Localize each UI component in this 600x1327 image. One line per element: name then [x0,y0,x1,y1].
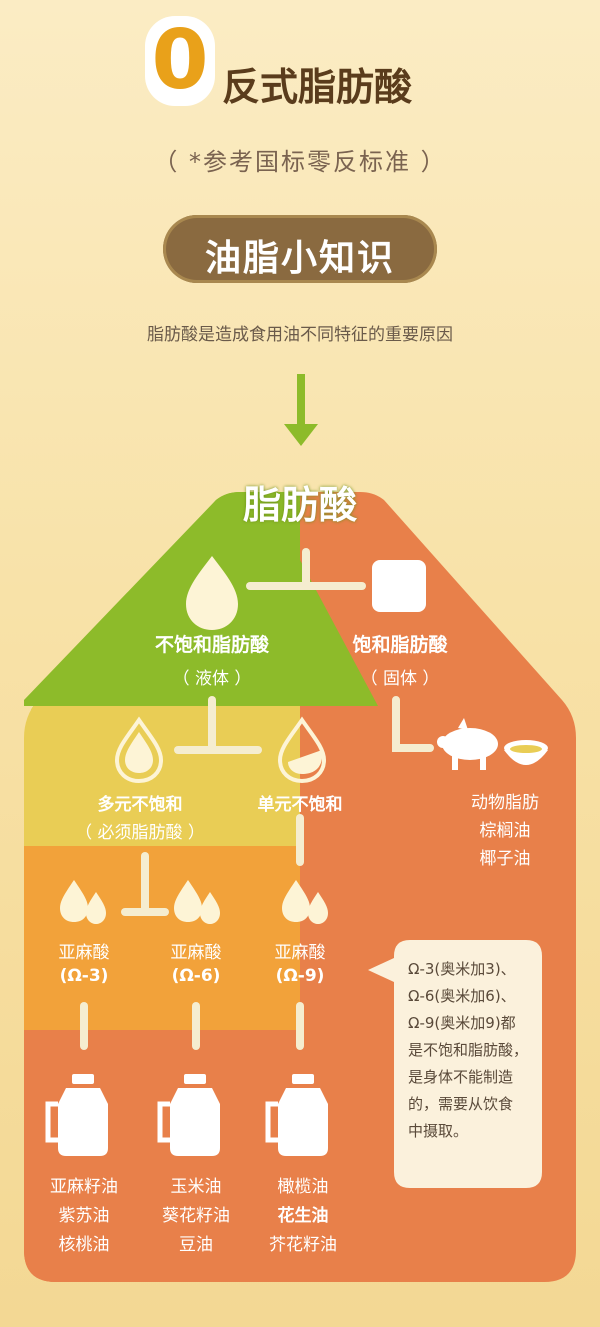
intro-text: 脂肪酸是造成食用油不同特征的重要原因 [147,325,453,345]
droplets-icon [282,880,328,924]
zero-badge: 0 [145,16,215,106]
connector-acids [80,814,304,1050]
oil-name: 亚麻籽油 [50,1177,118,1197]
section-pill-label: 油脂小知识 [204,238,395,279]
page-subtitle: （ *参考国标零反标准 ） [153,148,447,176]
unsaturated-label: 不饱和脂肪酸 [154,634,269,656]
down-arrow-icon [284,374,318,446]
acid-band [24,846,300,1030]
drop-icon [186,556,238,630]
droplets-icon [60,880,106,924]
note-bubble [368,940,542,1188]
unsaturated-state: （ 液体 ） [172,669,252,689]
connector-subtypes [174,696,262,754]
oil-bottle-icon [265,1074,328,1156]
note-line: 的，需要从饮食 [408,1095,514,1113]
connector-top [246,548,366,590]
zero-digit: 0 [151,13,209,108]
acid-name: 亚麻酸 [274,943,326,963]
poly-label: 多元不饱和 [97,795,183,815]
oil-bottle-icon [45,1074,108,1156]
root-label: 脂肪酸 [242,483,357,527]
saturated-source: 棕榈油 [479,821,531,841]
oil-name: 葵花籽油 [162,1206,230,1226]
pig-icon [437,718,498,770]
acid-code: (Ω-6) [171,966,221,986]
oil-bottle-icon [157,1074,220,1156]
note-line: 是身体不能制造 [408,1068,514,1086]
acid-code: (Ω-3) [59,966,109,986]
droplets-icon [174,880,220,924]
saturated-source: 动物脂肪 [471,793,539,813]
page-title: 反式脂肪酸 [222,65,413,109]
poly-note: （ 必须脂肪酸 ） [75,823,205,843]
unsaturated-subtype-band [24,706,300,846]
mono-label: 单元不饱和 [257,795,343,815]
drop-icon [277,716,327,784]
acid-name: 亚麻酸 [58,943,110,963]
note-line: 是不饱和脂肪酸， [408,1041,529,1059]
oil-name: 芥花籽油 [269,1235,337,1255]
oil-name: 核桃油 [58,1235,110,1255]
saturated-state: （ 固体 ） [360,669,440,689]
saturated-source: 椰子油 [479,849,531,869]
oil-name: 玉米油 [170,1177,222,1197]
bowl-icon [504,740,548,765]
acid-code: (Ω-9) [275,966,325,986]
acid-name: 亚麻酸 [170,943,222,963]
oil-name: 豆油 [179,1235,213,1255]
section-pill [163,215,437,283]
oil-name: 花生油 [277,1206,329,1226]
square-icon [372,560,426,612]
oil-name: 紫苏油 [58,1206,110,1226]
saturated-label: 饱和脂肪酸 [352,634,448,656]
note-line: Ω-6(奥米加6)、 [408,987,516,1005]
oil-name: 橄榄油 [277,1177,329,1197]
drop-icon [114,716,164,784]
note-line: Ω-3(奥米加3)、 [408,960,516,978]
note-line: Ω-9(奥米加9)都 [408,1014,516,1032]
note-line: 中摄取。 [408,1122,469,1140]
connector-saturated [392,696,434,752]
